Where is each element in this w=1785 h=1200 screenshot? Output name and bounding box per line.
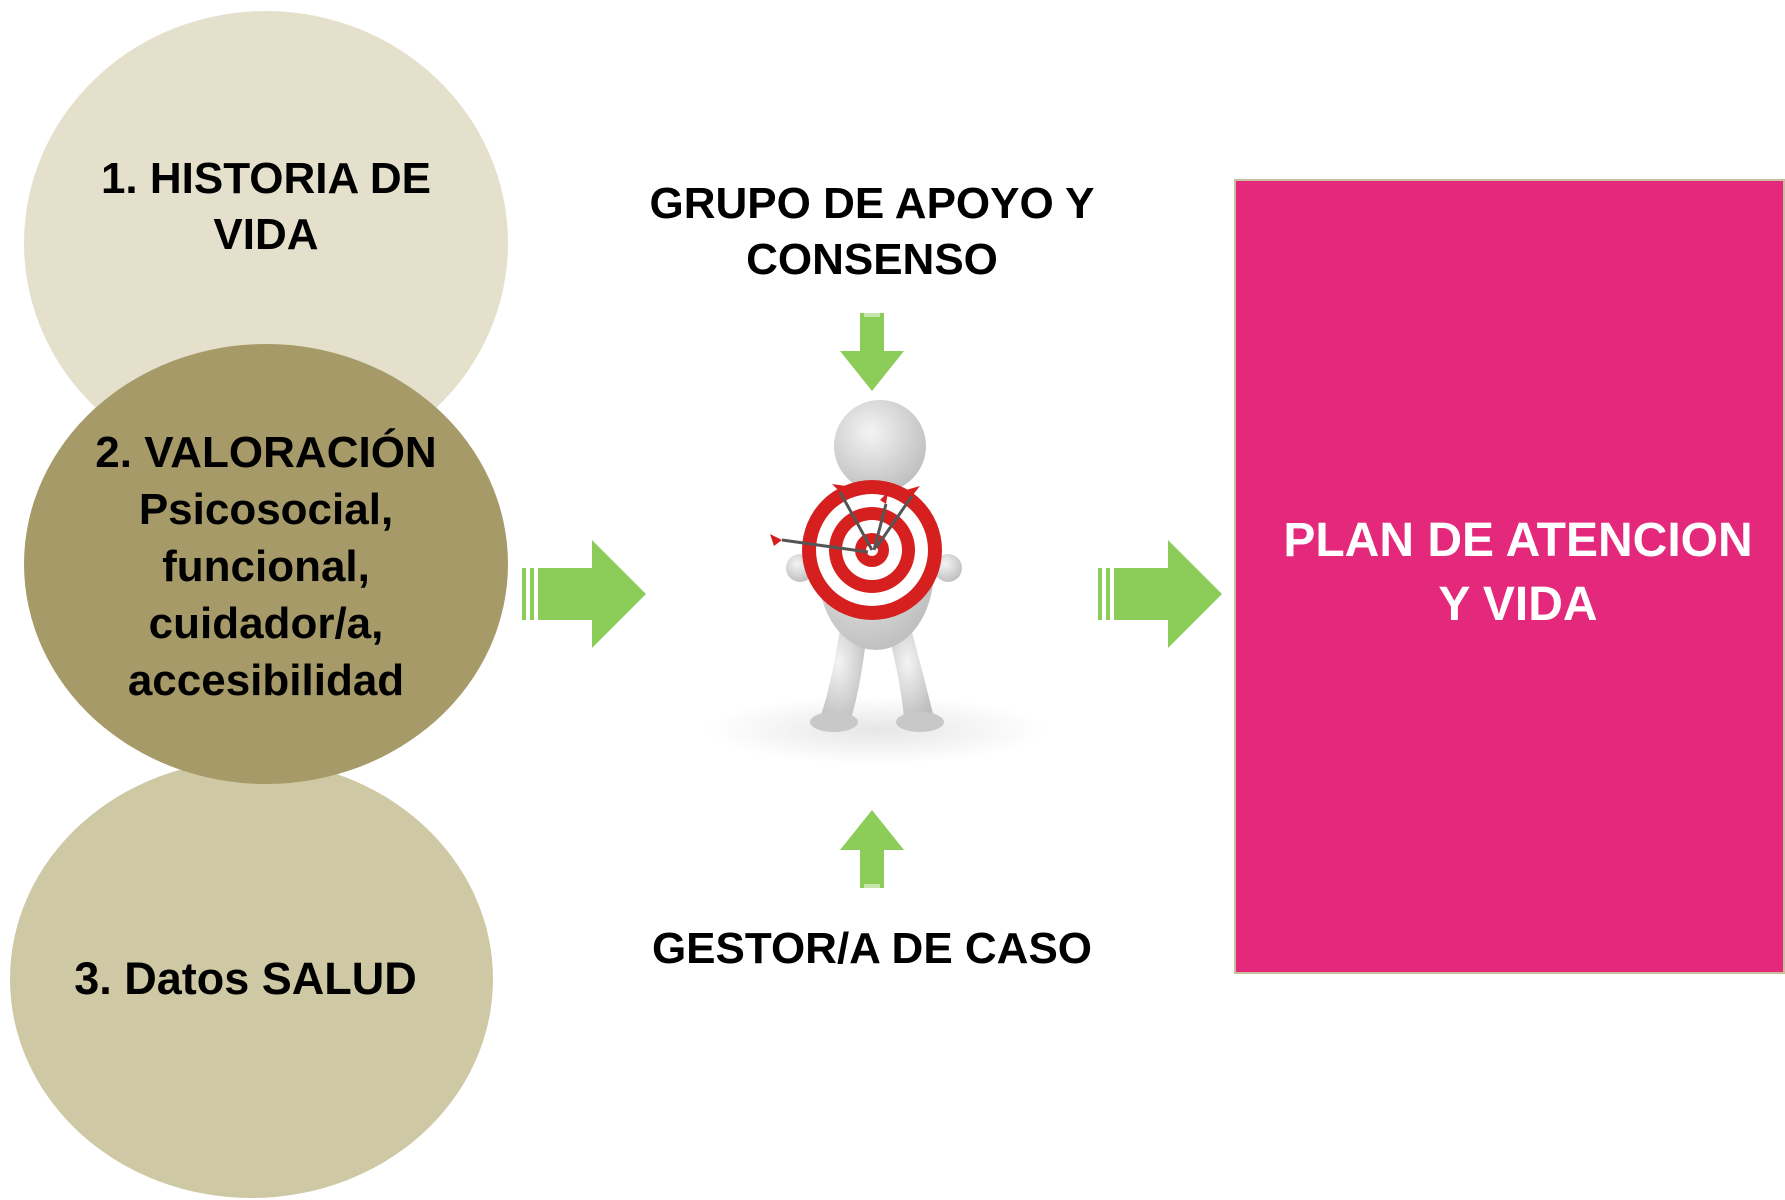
plan-atencion-box: PLAN DE ATENCION Y VIDA (1234, 179, 1785, 974)
step-label-historia: 1. HISTORIA DE VIDA (100, 154, 432, 259)
right-arrow-icon-right (1098, 540, 1222, 648)
plan-atencion-label: PLAN DE ATENCION Y VIDA (1283, 514, 1753, 631)
person-with-target-icon (706, 400, 1046, 764)
step-circle-salud: 3. Datos SALUD (10, 760, 493, 1198)
input-label-grupo-apoyo: GRUPO DE APOYO Y CONSENSO (649, 179, 1095, 284)
right-arrow-icon-left (522, 540, 646, 648)
input-label-gestor-caso: GESTOR/A DE CASO (651, 924, 1093, 973)
step-label-salud: 3. Datos SALUD (74, 953, 417, 1004)
up-arrow-icon (840, 810, 904, 888)
step-circle-valoracion: 2. VALORACIÓN Psicosocial, funcional, cu… (24, 344, 508, 784)
step-label-valoracion: 2. VALORACIÓN Psicosocial, funcional, cu… (95, 427, 437, 705)
down-arrow-icon (840, 313, 904, 391)
